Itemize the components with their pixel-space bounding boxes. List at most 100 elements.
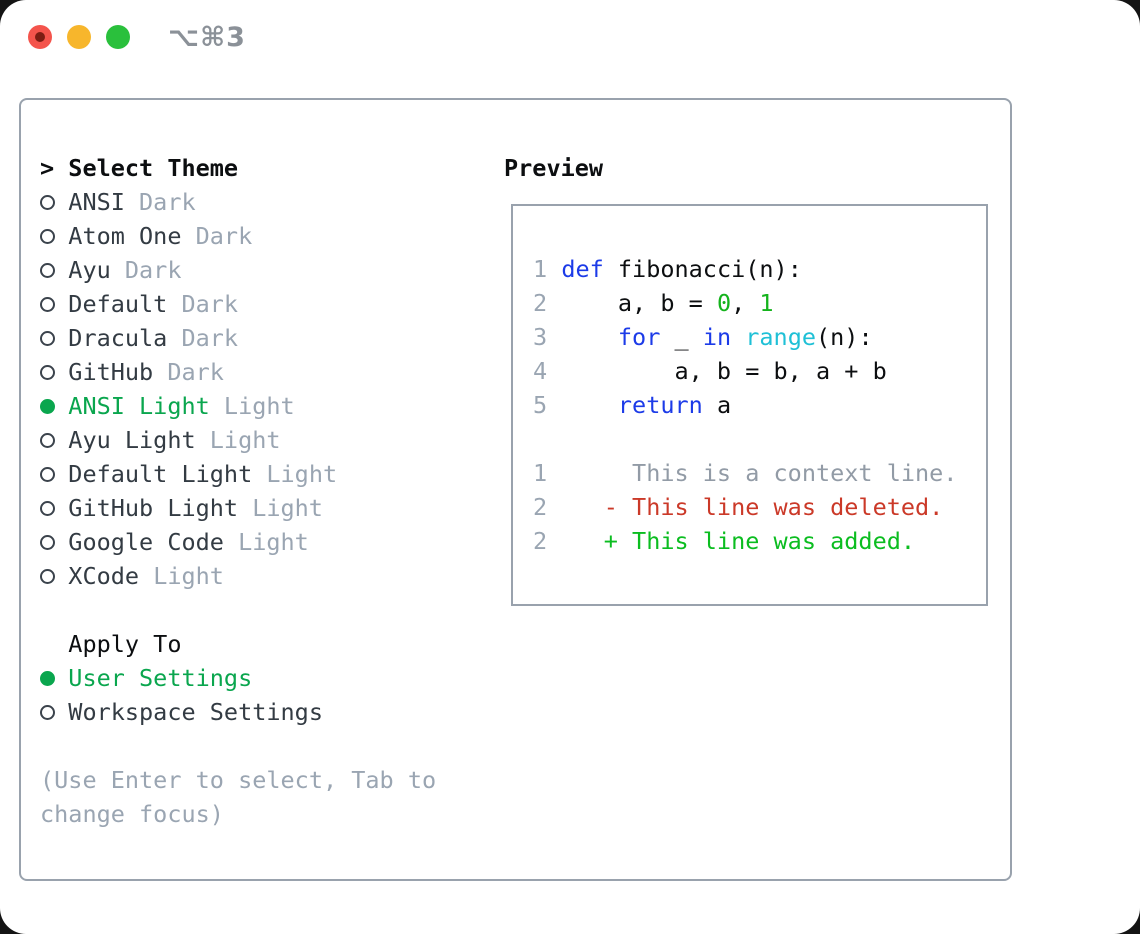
window-shortcut-label: ⌥⌘3 [168,22,246,53]
line-number: 3 [533,323,548,351]
code-segment-numlit: 1 [759,289,774,317]
line-number: 1 [533,255,548,283]
radio-icon [40,330,55,346]
code-segment-plain [547,323,618,351]
radio-icon [40,228,55,244]
theme-variant-label: Light [209,426,281,454]
theme-option[interactable]: Google Code Light [40,525,436,559]
radio-icon [40,466,55,482]
theme-name: Dracula [68,324,168,352]
help-text: (Use Enter to select, Tab to change focu… [40,766,437,828]
theme-selector-frame: > Select Theme ANSI Dark Atom One Dark A… [19,98,1012,881]
diff-line: 2 - This line was deleted. [533,490,986,524]
close-button[interactable] [28,25,52,49]
theme-name: Atom One [68,222,182,250]
apply-to-option[interactable]: Workspace Settings [40,695,436,729]
apply-to-title: Apply To [68,630,182,658]
code-segment-ctx: This is a context line. [547,459,958,487]
theme-option[interactable]: XCode Light [40,559,436,593]
line-number: 2 [533,289,548,317]
theme-option[interactable]: Ayu Dark [40,253,436,287]
theme-option[interactable]: Atom One Dark [40,219,436,253]
theme-name: Ayu [68,256,111,284]
code-segment-del: - This line was deleted. [547,493,944,521]
theme-name: Google Code [68,528,224,556]
code-segment-plain: a [702,391,732,419]
code-segment-plain: a, b = b, a + b [547,357,887,385]
line-number: 4 [533,357,548,385]
code-segment-kw: in [702,323,732,351]
radio-icon [40,534,55,550]
spacer [40,593,436,627]
apply-to-label: User Settings [68,664,253,692]
code-segment-kw: for [617,323,661,351]
theme-panel-header: > Select Theme [40,151,436,185]
diff-line: 2 + This line was added. [533,524,986,558]
zoom-button[interactable] [106,25,130,49]
theme-variant-label: Light [153,562,224,590]
apply-to-option[interactable]: User Settings [40,661,436,695]
radio-selected-icon [40,670,55,686]
theme-variant-label: Dark [124,256,182,284]
code-line: 4 a, b = b, a + b [533,354,986,388]
theme-name: GitHub Light [68,494,239,522]
spacer [40,729,436,763]
radio-icon [40,364,55,380]
theme-option[interactable]: ANSI Light Light [40,389,436,423]
code-segment-plain: fibonacci(n): [603,255,802,283]
theme-option[interactable]: Ayu Light Light [40,423,436,457]
apply-to-list: User Settings Workspace Settings [40,661,436,729]
radio-icon [40,296,55,312]
theme-variant-label: Light [238,528,309,556]
theme-panel: > Select Theme ANSI Dark Atom One Dark A… [40,151,436,831]
radio-icon [40,432,55,448]
code-segment-kw: def [561,255,604,283]
code-line: 2 a, b = 0, 1 [533,286,986,320]
radio-icon [40,262,55,278]
theme-variant-label: Light [252,494,323,522]
theme-option[interactable]: ANSI Dark [40,185,436,219]
line-number: 2 [533,493,548,521]
code-line: 1 def fibonacci(n): [533,252,986,286]
code-segment-plain: (n): [816,323,873,351]
theme-option[interactable]: GitHub Dark [40,355,436,389]
titlebar: ⌥⌘3 [0,0,1140,74]
theme-name: Default [68,290,168,318]
code-segment-numlit: 0 [716,289,732,317]
preview-title: Preview [504,154,604,182]
radio-selected-icon [40,398,55,414]
theme-option[interactable]: Default Dark [40,287,436,321]
diff-line: 1 This is a context line. [533,456,986,490]
theme-option[interactable]: Dracula Dark [40,321,436,355]
theme-variant-label: Light [223,392,295,420]
theme-option[interactable]: Default Light Light [40,457,436,491]
theme-name: ANSI Light [68,392,210,420]
code-line: 5 return a [533,388,986,422]
radio-icon [40,704,55,720]
line-number: 1 [533,459,548,487]
apply-to-header: Apply To [40,627,436,661]
theme-name: Ayu Light [68,426,196,454]
diff-block: 1 This is a context line.2 - This line w… [533,456,986,558]
code-line: 3 for _ in range(n): [533,320,986,354]
theme-name: ANSI [68,188,125,216]
code-segment-kw: return [617,391,703,419]
theme-variant-label: Dark [195,222,253,250]
minimize-button[interactable] [67,25,91,49]
line-number: 2 [533,527,548,555]
prompt-icon: > [40,154,55,182]
theme-variant-label: Dark [181,324,239,352]
theme-variant-label: Light [266,460,338,488]
theme-option[interactable]: GitHub Light Light [40,491,436,525]
code-segment-plain: _ [660,323,703,351]
theme-name: Default Light [68,460,253,488]
theme-variant-label: Dark [167,358,224,386]
theme-name: XCode [68,562,140,590]
code-segment-plain [547,391,618,419]
apply-to-label: Workspace Settings [68,698,323,726]
radio-icon [40,500,55,516]
